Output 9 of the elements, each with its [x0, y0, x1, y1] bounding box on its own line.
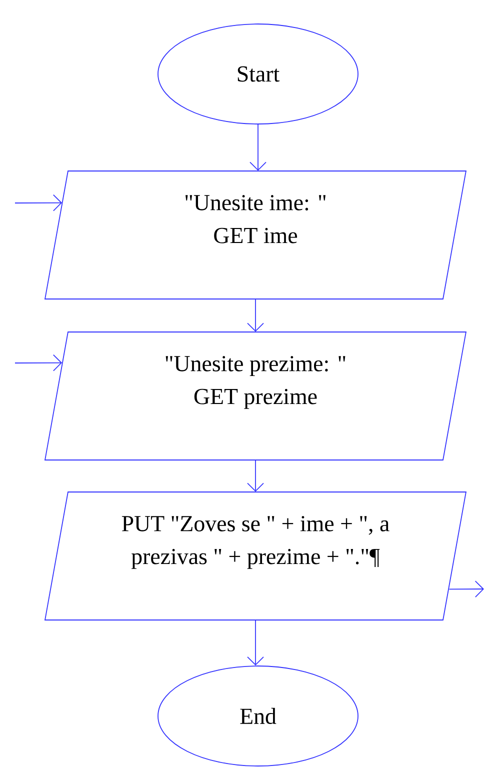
- arrow: [14, 354, 62, 372]
- terminal-oval: Start: [158, 24, 358, 124]
- arrow: [448, 580, 484, 598]
- arrow: [250, 124, 266, 171]
- arrow: [247, 298, 264, 332]
- arrow: [247, 620, 264, 666]
- arrow: [247, 460, 264, 492]
- terminal-oval: End: [158, 666, 358, 766]
- arrow: [14, 194, 62, 212]
